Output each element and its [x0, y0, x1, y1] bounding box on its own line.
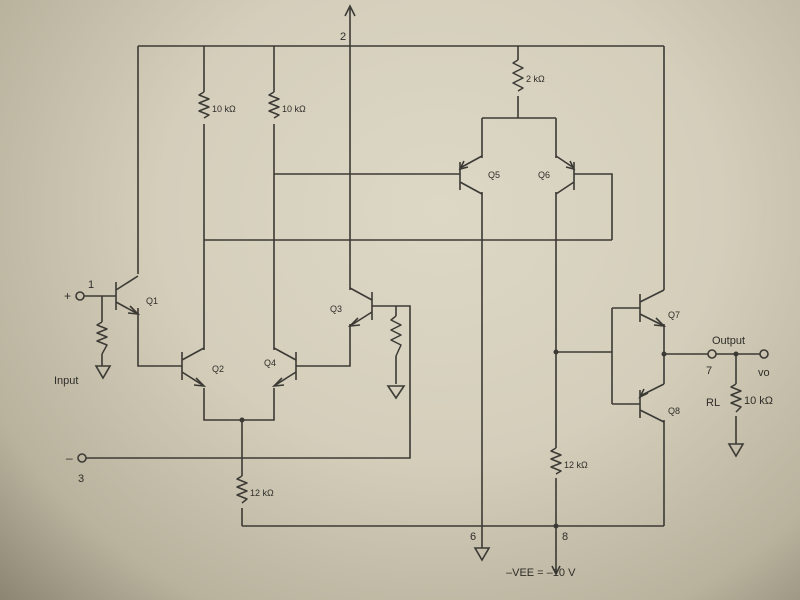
q3-emitter-arrow: [347, 317, 361, 328]
q6-base-loop-wire: [574, 173, 613, 240]
ground-pin6-icon: [473, 547, 491, 562]
pin2-arrow: [344, 4, 356, 17]
q8-label: Q8: [668, 406, 680, 416]
pin8-label: 8: [562, 531, 568, 543]
q7-q8-base-stubs: [612, 307, 640, 405]
q6-emitter-arrow: [565, 160, 576, 171]
pin3-terminal: [77, 453, 87, 463]
q5-q6-emitter-drops: [481, 118, 557, 158]
vee-node-dot: [553, 523, 559, 529]
pin7-label: 7: [706, 365, 712, 377]
transistor-q1: [115, 275, 141, 316]
pin1-terminal: [75, 291, 85, 301]
plus-sign: +: [64, 289, 71, 303]
transistor-q7: [639, 289, 667, 328]
q1-emitter-arrow: [127, 305, 141, 316]
pin6-label: 6: [470, 531, 476, 543]
load-resistor-label: 10 kΩ: [744, 395, 773, 407]
q2-emitter-arrow: [193, 377, 207, 388]
ground-input-icon: [94, 365, 112, 380]
resistors: [96, 59, 742, 504]
resistor-12k-left: [236, 475, 248, 504]
pin3-label: 3: [78, 473, 84, 485]
resistor-load: [730, 383, 742, 413]
q7-label: Q7: [668, 310, 680, 320]
input-label: Input: [54, 375, 78, 387]
wires: [84, 4, 760, 576]
q4-emitter-arrow: [271, 377, 285, 388]
q8-emitter-arrow: [638, 388, 649, 399]
load-node-dot: [733, 351, 739, 357]
resistor-10k-left-label: 10 kΩ: [212, 104, 236, 114]
transistor-q3: [347, 287, 373, 328]
pin3-wire: [86, 305, 411, 459]
q7-emitter-arrow: [653, 317, 667, 328]
transistor-q6: [555, 155, 576, 195]
q1-q2-link-wire: [137, 308, 182, 367]
q1-label: Q1: [146, 296, 158, 306]
q2-label: Q2: [212, 364, 224, 374]
vo-label: vo: [758, 367, 770, 379]
resistor-2k-label: 2 kΩ: [526, 74, 545, 84]
q3-label: Q3: [330, 304, 342, 314]
pin2-label: 2: [340, 31, 346, 43]
rl-label: RL: [706, 397, 720, 409]
vee-label: –VEE = –10 V: [506, 567, 576, 579]
grounds: [94, 365, 745, 562]
transistor-q4: [271, 347, 297, 388]
q4-label: Q4: [264, 358, 276, 368]
transistor-q5: [452, 155, 483, 195]
minus-sign: –: [66, 451, 73, 465]
resistor-12k-left-label: 12 kΩ: [250, 488, 274, 498]
q5-emitter-arrow: [458, 160, 469, 171]
q3-base-resistor: [390, 315, 402, 357]
output-label: Output: [712, 335, 745, 347]
pin-terminals: [75, 291, 769, 529]
q3-q4-link-wire: [296, 324, 351, 367]
ground-q3-icon: [386, 385, 406, 400]
base-node-dot: [553, 349, 559, 355]
ground-load-icon: [727, 443, 745, 458]
resistor-10k-left: [198, 91, 210, 119]
resistor-10k-right: [268, 91, 280, 119]
pin7-terminal: [707, 349, 717, 359]
transistor-q2: [181, 347, 207, 388]
input-source-resistor: [96, 321, 108, 355]
vo-terminal: [759, 349, 769, 359]
resistor-12k-right-label: 12 kΩ: [564, 460, 588, 470]
resistor-12k-right: [550, 447, 562, 475]
pin1-label: 1: [88, 279, 94, 291]
q6-label: Q6: [538, 170, 550, 180]
q5-label: Q5: [488, 170, 500, 180]
emitter-node-dot: [239, 417, 245, 423]
q2-q4-emitter-wire: [203, 388, 275, 421]
output-node-dot: [661, 351, 667, 357]
resistor-2k: [512, 59, 524, 92]
resistor-10k-right-label: 10 kΩ: [282, 104, 306, 114]
transistor-q8: [638, 383, 665, 423]
labels: 2 1 + – 3 6 7 8 Q1 Q2 Q3 Q4 Q5 Q6 Q7 Q8 …: [54, 31, 773, 579]
